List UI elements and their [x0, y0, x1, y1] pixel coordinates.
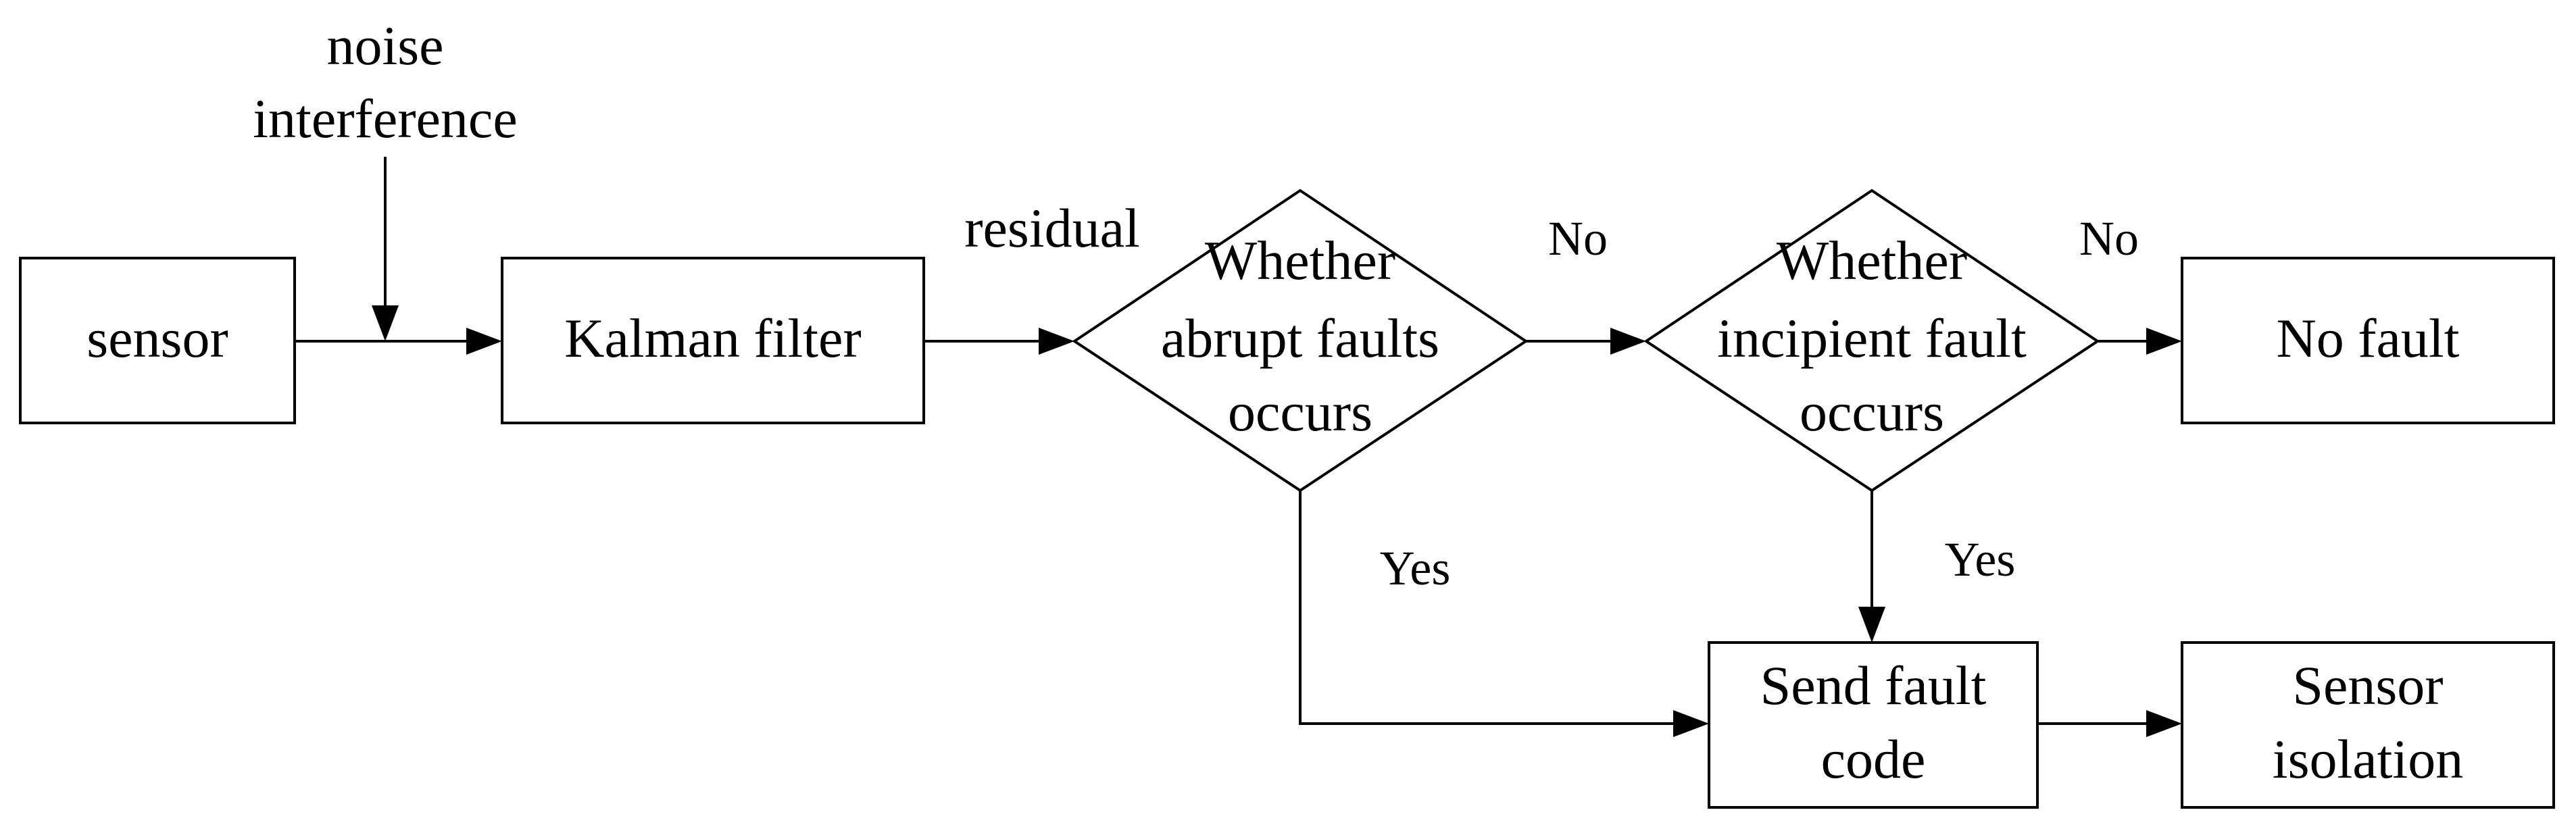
- abrupt-fault-decision: Whether abrupt faults occurs: [1072, 189, 1529, 493]
- edge-incipient-yes: [1858, 491, 1885, 643]
- sensor-label: sensor: [86, 307, 228, 369]
- no-fault-label: No fault: [2277, 307, 2460, 369]
- edge-abrupt-no: [1526, 328, 1646, 355]
- kalman-filter-label: Kalman filter: [564, 307, 861, 369]
- yes-label-incipient: Yes: [1945, 532, 2016, 586]
- no-label-abrupt: No: [1548, 211, 1608, 266]
- no-fault-node: No fault: [2181, 257, 2555, 424]
- edge-kalman-to-abrupt: [924, 328, 1074, 355]
- send-fault-code-line-2: code: [1821, 728, 1926, 790]
- send-fault-code-line-1: Send fault: [1760, 655, 1987, 716]
- edge-incipient-no: [2098, 328, 2182, 355]
- sensor-isolation-node: Sensor isolation: [2181, 641, 2555, 809]
- incipient-decision-line-2: incipient fault: [1717, 307, 2027, 369]
- noise-label-line-2: interference: [253, 88, 517, 149]
- sensor-node: sensor: [19, 257, 296, 424]
- incipient-decision-line-3: occurs: [1800, 381, 1944, 443]
- incipient-decision-line-1: Whether: [1777, 230, 1967, 291]
- yes-label-abrupt: Yes: [1380, 541, 1451, 595]
- edge-code-to-isolation: [2037, 710, 2182, 737]
- abrupt-decision-line-1: Whether: [1205, 230, 1395, 291]
- abrupt-decision-line-3: occurs: [1228, 381, 1372, 443]
- edge-noise-input: [372, 157, 399, 341]
- residual-label: residual: [964, 197, 1140, 259]
- sensor-isolation-line-1: Sensor: [2292, 655, 2443, 716]
- edge-sensor-to-kalman: [295, 328, 502, 355]
- kalman-filter-node: Kalman filter: [501, 257, 925, 424]
- sensor-isolation-line-2: isolation: [2273, 728, 2463, 790]
- abrupt-decision-line-2: abrupt faults: [1161, 307, 1439, 369]
- send-fault-code-node: Send fault code: [1708, 641, 2039, 809]
- noise-label-line-1: noise: [326, 15, 443, 76]
- incipient-fault-decision: Whether incipient fault occurs: [1643, 189, 2100, 493]
- no-label-incipient: No: [2079, 211, 2139, 266]
- edge-abrupt-yes: [1299, 491, 1709, 737]
